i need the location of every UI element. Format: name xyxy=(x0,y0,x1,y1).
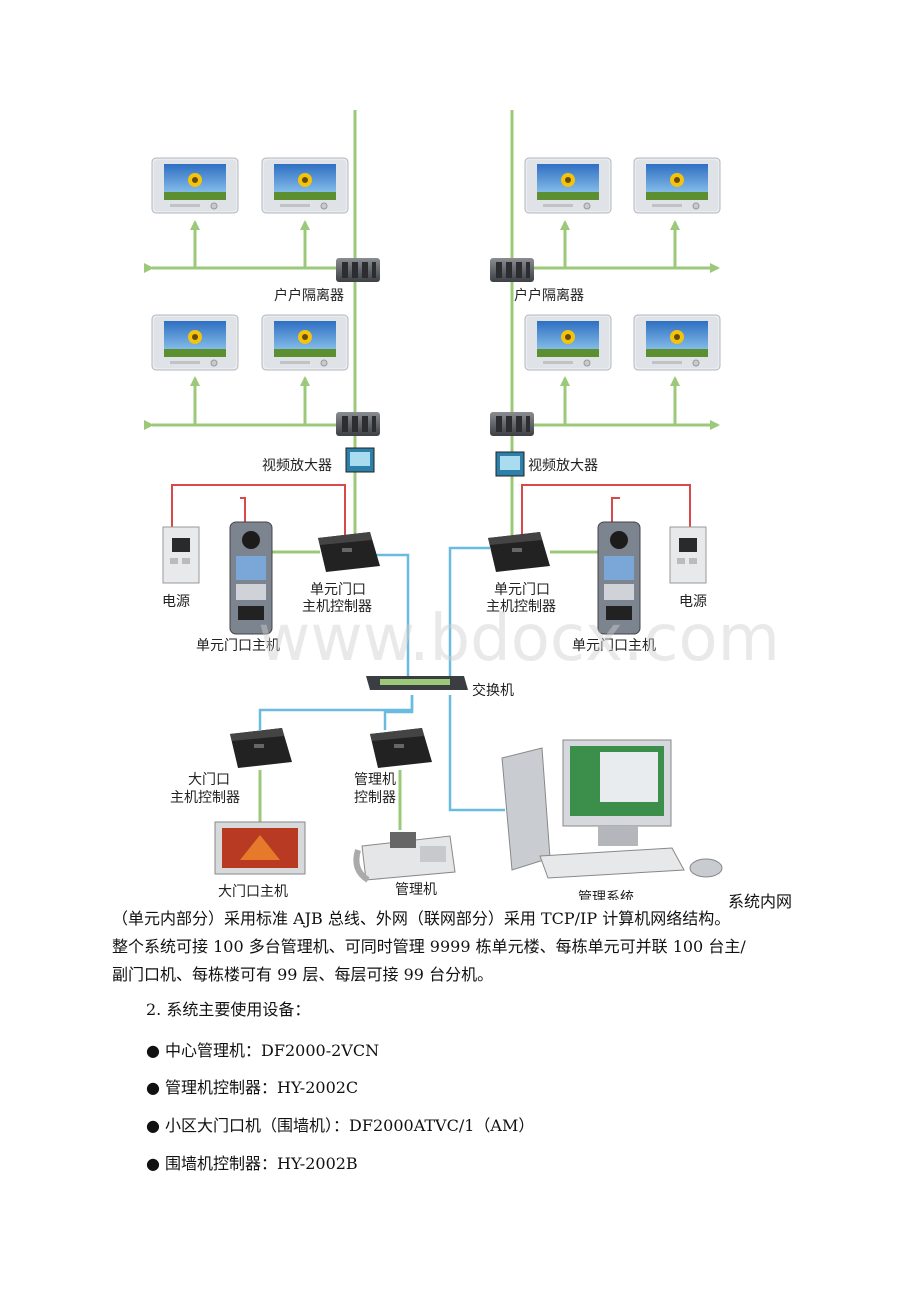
network-switch xyxy=(366,676,468,690)
unit-controller-left xyxy=(318,532,380,572)
watermark: www.bdocx.com xyxy=(258,602,780,676)
manager-controller xyxy=(370,728,432,768)
amp-label-left: 视频放大器 xyxy=(262,458,332,474)
network-lines xyxy=(258,546,505,812)
gate-ctrl-line1: 大门口 xyxy=(188,772,230,788)
equipment-heading: 2. 系统主要使用设备： xyxy=(146,1000,311,1019)
isolator-devices xyxy=(336,258,534,436)
equipment-item: ● 小区大门口机（围墙机）：DF2000ATVC/1（AM） xyxy=(146,1116,535,1135)
gate-host-panel xyxy=(214,821,306,875)
amp-label-right: 视频放大器 xyxy=(528,458,598,474)
unit-door-station-left xyxy=(229,521,273,635)
isolator-label-right: 户户隔离器 xyxy=(514,287,584,304)
switch-label: 交换机 xyxy=(472,682,514,699)
caption-intranet: 系统内网 xyxy=(728,892,793,911)
isolator-label-left: 户户隔离器 xyxy=(274,287,344,304)
management-computer xyxy=(501,739,723,879)
mgr-ctrl-line2: 控制器 xyxy=(354,790,396,806)
intro-line-1: （单元内部分）采用标准 AJB 总线、外网（联网部分）采用 TCP/IP 计算机… xyxy=(112,909,731,928)
intro-paragraph: （单元内部分）采用标准 AJB 总线、外网（联网部分）采用 TCP/IP 计算机… xyxy=(112,905,812,989)
power-label-right: 电源 xyxy=(679,594,707,610)
indoor-monitors xyxy=(151,157,721,371)
unit-host-label-right: 单元门口主机 xyxy=(572,638,656,654)
manager-machine-label: 管理机 xyxy=(395,882,437,898)
manager-phone xyxy=(353,832,456,883)
unit-ctrl-left-line1: 单元门口 xyxy=(310,582,366,598)
gate-host-label: 大门口主机 xyxy=(218,884,288,900)
mgr-ctrl-line1: 管理机 xyxy=(354,772,396,788)
power-supply-right xyxy=(669,526,707,584)
unit-ctrl-right-line1: 单元门口 xyxy=(494,582,550,598)
equipment-item: ● 管理机控制器：HY-2002C xyxy=(146,1078,359,1097)
mgmt-system-label: 管理系统 xyxy=(578,890,634,900)
system-diagram: 户户隔离器 户户隔离器 视频放大器 视频放大器 电源 电源 xyxy=(144,110,780,900)
gate-ctrl-line2: 主机控制器 xyxy=(170,790,240,806)
equipment-item: ● 围墙机控制器：HY-2002B xyxy=(146,1154,358,1173)
power-lines xyxy=(171,484,691,540)
power-supply-left xyxy=(162,526,200,584)
unit-controller-right xyxy=(488,532,550,572)
unit-ctrl-left-line2: 主机控制器 xyxy=(302,599,372,615)
gate-controller xyxy=(230,728,292,768)
video-amplifier-right xyxy=(495,451,525,477)
equipment-item: ● 中心管理机：DF2000-2VCN xyxy=(146,1041,380,1060)
device-links xyxy=(258,770,402,830)
intro-line-2: 整个系统可接 100 多台管理机、可同时管理 9999 栋单元楼、每栋单元可并联… xyxy=(112,937,746,956)
unit-host-label-left: 单元门口主机 xyxy=(196,638,280,654)
video-amplifier-left xyxy=(345,447,375,473)
power-label-left: 电源 xyxy=(162,594,190,610)
intro-line-3: 副门口机、每栋楼可有 99 层、每层可接 99 台分机。 xyxy=(112,965,494,984)
unit-ctrl-right-line2: 主机控制器 xyxy=(486,599,556,615)
unit-door-station-right xyxy=(597,521,641,635)
